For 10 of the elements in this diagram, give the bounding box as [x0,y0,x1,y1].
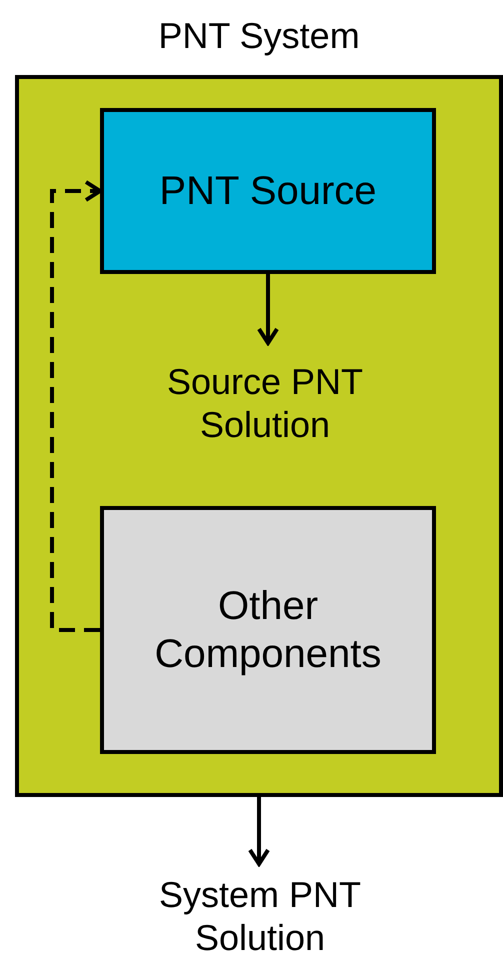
process-box [100,108,436,274]
process-box [100,506,436,754]
heading-text: PNT System [157,14,361,57]
dashed-arrow [50,180,102,632]
output-label: System PNT Solution [158,872,362,960]
arrow [257,274,279,345]
box-label: Other Components [154,583,382,678]
box-label: PNT Source [159,168,377,215]
arrow [248,797,270,866]
output-label: Source PNT Solution [166,360,364,446]
